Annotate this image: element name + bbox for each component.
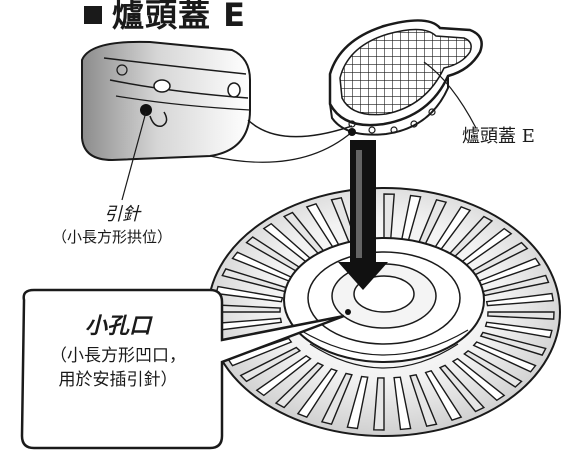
burner-fin — [484, 321, 553, 339]
page-title: 爐頭蓋 E — [84, 0, 246, 36]
burner-base — [207, 187, 561, 437]
burner-fin — [274, 362, 325, 409]
small-slot — [345, 309, 351, 315]
burner-fin — [239, 346, 302, 383]
burner-fin — [346, 375, 369, 430]
title-marker-icon — [84, 6, 102, 24]
pin-zoom-inset — [81, 40, 251, 162]
lid-label: 爐頭蓋 E — [462, 126, 535, 147]
callout-line-2: 用於安插引針） — [58, 370, 178, 390]
pin-label: 引針 — [104, 204, 140, 225]
burner-fin — [409, 374, 438, 428]
burner-fin — [424, 369, 463, 422]
pin-dot — [140, 104, 152, 116]
title-text: 爐頭蓋 E — [112, 0, 247, 34]
pin-note-label: （小長方形拱位） — [52, 228, 173, 246]
burner-fin — [487, 311, 555, 320]
burner-fin — [215, 285, 284, 303]
inset-connector-line — [247, 119, 353, 138]
inset-connector-line-lower — [209, 131, 353, 163]
burner-fin — [320, 372, 353, 426]
burner-fin — [373, 377, 385, 431]
burner-fin — [451, 357, 506, 402]
burner-fin — [296, 368, 338, 418]
cap-pin — [348, 128, 356, 136]
burner-fin — [472, 341, 537, 373]
burner-fin — [393, 376, 412, 431]
burner-fin — [463, 349, 523, 388]
burner-fin — [485, 292, 555, 307]
burner-fin — [438, 364, 486, 413]
down-arrow-icon — [338, 140, 388, 290]
callout-text: 小孔口 （小長方形凹口， 用於安插引針） — [18, 308, 218, 392]
callout-bubble — [20, 288, 345, 450]
pin-leader-line — [121, 111, 147, 201]
burner-fin — [255, 354, 312, 397]
lid-leader-line — [423, 61, 477, 129]
callout-heading: 小孔口 — [84, 313, 151, 339]
callout-line-1: （小長方形凹口， — [50, 346, 186, 366]
burner-cap-e — [328, 19, 483, 136]
burner-fin — [479, 331, 547, 356]
